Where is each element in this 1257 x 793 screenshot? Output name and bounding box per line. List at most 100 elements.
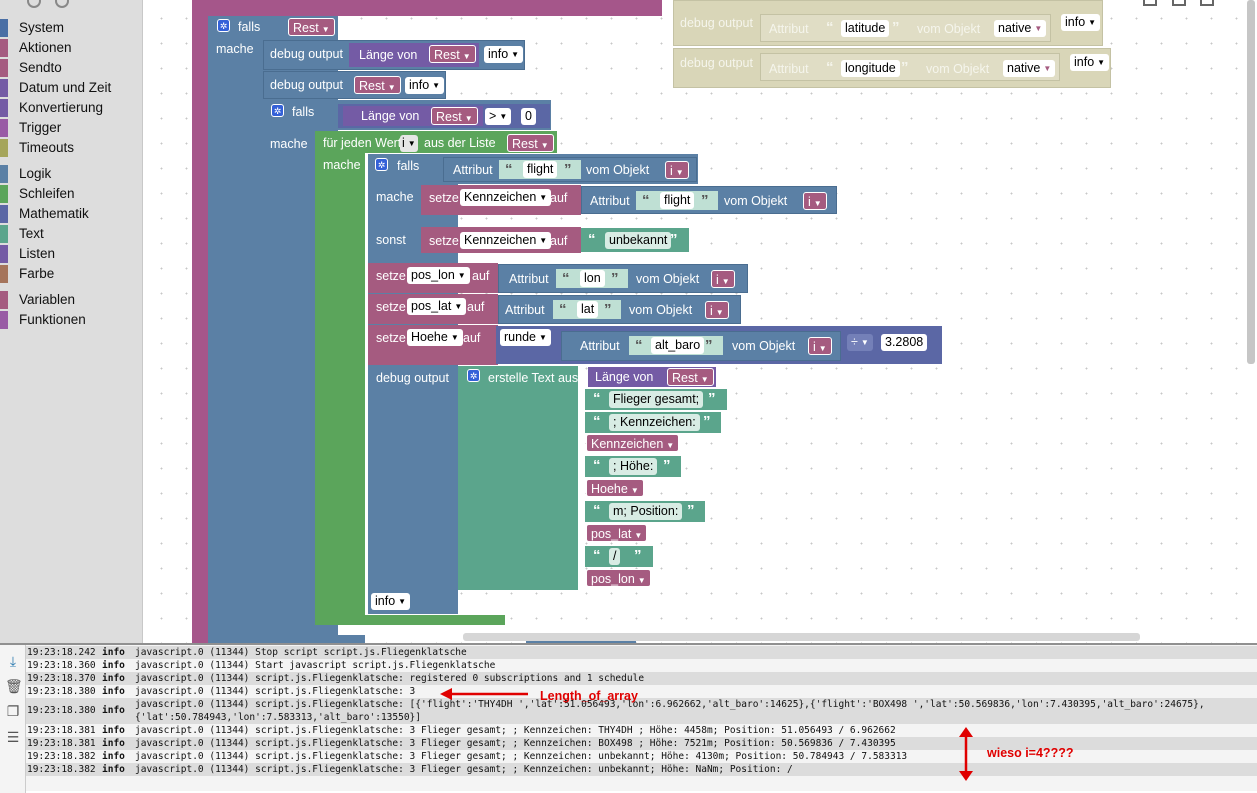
string-field[interactable]: flight	[523, 161, 558, 178]
var-rest-dropdown[interactable]: Rest▼	[507, 134, 554, 152]
native-dropdown[interactable]: native▼	[994, 20, 1047, 37]
category-datum-und-zeit[interactable]: Datum und Zeit	[0, 78, 142, 98]
trash-icon[interactable]: 🗑	[5, 678, 23, 694]
string-field[interactable]: latitude	[841, 20, 890, 37]
mutator-gear-icon[interactable]: ✲	[467, 369, 480, 382]
copy-icon[interactable]: ❐	[6, 703, 20, 719]
category-schleifen[interactable]: Schleifen	[0, 184, 142, 204]
log-level: info	[102, 764, 125, 775]
debug-output-text-block[interactable]	[368, 366, 458, 612]
for-each-block[interactable]	[315, 131, 365, 625]
category-text[interactable]: Text	[0, 224, 142, 244]
var-rest-dropdown[interactable]: Rest▼	[667, 368, 714, 386]
outer-event-block[interactable]	[192, 0, 212, 643]
loop-var-dropdown[interactable]: i▼	[400, 135, 418, 152]
category-logik[interactable]: Logik	[0, 164, 142, 184]
log-level-dropdown[interactable]: info▼	[371, 593, 411, 610]
var-rest-dropdown[interactable]: Rest▼	[354, 76, 401, 94]
horizontal-scrollbar[interactable]	[463, 633, 1140, 641]
var-i-dropdown[interactable]: i▼	[808, 337, 832, 355]
number-factor-field[interactable]: 3.2808	[881, 334, 928, 351]
string-field[interactable]: Flieger gesamt;	[609, 391, 704, 408]
var-pos-lon-dropdown[interactable]: pos_lon▼	[407, 267, 470, 284]
round-op-dropdown[interactable]: runde▼	[500, 329, 551, 346]
log-level-dropdown[interactable]: info▼	[1070, 54, 1110, 71]
log-level-dropdown[interactable]: info▼	[405, 77, 445, 94]
string-field[interactable]: lat	[577, 301, 599, 318]
var-kennzeichen-dropdown[interactable]: Kennzeichen▼	[460, 232, 552, 249]
else-label: sonst	[376, 233, 406, 247]
string-field[interactable]: longitude	[841, 60, 900, 77]
var-name: Hoehe	[591, 482, 628, 496]
if-length-block[interactable]	[263, 100, 313, 625]
outer-event-block-top[interactable]	[192, 0, 662, 16]
for-each-header[interactable]	[315, 131, 557, 153]
var-rest-dropdown[interactable]: Rest▼	[288, 18, 335, 36]
category-konvertierung[interactable]: Konvertierung	[0, 98, 142, 118]
var-i-dropdown[interactable]: i▼	[705, 301, 729, 319]
create-text-block[interactable]	[458, 366, 578, 590]
gear-icon[interactable]	[27, 0, 41, 8]
log-time: 19:23:18.380	[27, 705, 96, 716]
string-field[interactable]: alt_baro	[651, 337, 705, 354]
category-sendto[interactable]: Sendto	[0, 58, 142, 78]
var-hoehe-dropdown[interactable]: Hoehe▼	[586, 479, 644, 497]
quote-close-icon: ”	[634, 547, 642, 564]
var-rest-dropdown[interactable]: Rest▼	[431, 107, 478, 125]
var-pos-lon-dropdown[interactable]: pos_lon▼	[586, 569, 651, 587]
list-icon[interactable]: ☰	[6, 729, 20, 745]
next-block-partial[interactable]	[315, 635, 365, 643]
string-field[interactable]: lon	[580, 270, 605, 287]
category-aktionen[interactable]: Aktionen	[0, 38, 142, 58]
var-i-dropdown[interactable]: i▼	[711, 270, 735, 288]
quote-open-icon: “	[562, 270, 570, 287]
string-field[interactable]: unbekannt	[605, 232, 672, 249]
scroll-down-icon[interactable]: ⤓	[9, 653, 17, 669]
to-label: auf	[550, 191, 568, 205]
share-icon[interactable]	[1200, 0, 1214, 6]
category-funktionen[interactable]: Funktionen	[0, 310, 142, 330]
quote-close-icon: ”	[701, 192, 709, 209]
debug-output-label: debug output	[270, 47, 343, 61]
string-field[interactable]: /	[609, 548, 621, 565]
division-op-dropdown[interactable]: ÷▼	[847, 334, 873, 351]
toolbox: System Aktionen Sendto Datum und Zeit Ko…	[0, 0, 143, 643]
operator-dropdown[interactable]: >▼	[485, 108, 512, 125]
var-kennzeichen-dropdown[interactable]: Kennzeichen▼	[586, 434, 680, 452]
string-field[interactable]: m; Position:	[609, 503, 683, 520]
mutator-gear-icon[interactable]: ✲	[217, 19, 230, 32]
var-i-dropdown[interactable]: i▼	[665, 161, 689, 179]
category-listen[interactable]: Listen	[0, 244, 142, 264]
category-system[interactable]: System	[0, 18, 142, 38]
blockly-workspace[interactable]: ✲ falls Rest▼ mache debug output Länge v…	[143, 0, 1257, 643]
var-kennzeichen-dropdown[interactable]: Kennzeichen▼	[460, 189, 552, 206]
var-pos-lat-dropdown[interactable]: pos_lat▼	[586, 524, 648, 542]
category-mathematik[interactable]: Mathematik	[0, 204, 142, 224]
import-icon[interactable]	[1172, 0, 1186, 6]
category-farbe[interactable]: Farbe	[0, 264, 142, 284]
log-level-dropdown[interactable]: info▼	[1061, 14, 1101, 31]
string-field[interactable]: ; Kennzeichen:	[609, 414, 700, 431]
var-hoehe-dropdown[interactable]: Hoehe▼	[407, 329, 463, 346]
dropdown-arrow-icon: ▼	[813, 199, 822, 208]
string-value: unbekannt	[609, 233, 668, 247]
string-field[interactable]: ; Höhe:	[609, 458, 658, 475]
quote-open-icon: “	[635, 337, 643, 354]
native-dropdown[interactable]: native▼	[1003, 60, 1056, 77]
log-level-dropdown[interactable]: info▼	[484, 46, 524, 63]
export-icon[interactable]	[1143, 0, 1157, 6]
var-rest-dropdown[interactable]: Rest▼	[429, 45, 476, 63]
vertical-scrollbar[interactable]	[1247, 0, 1255, 364]
category-variablen[interactable]: Variablen	[0, 290, 142, 310]
var-pos-lat-dropdown[interactable]: pos_lat▼	[407, 298, 467, 315]
refresh-icon[interactable]	[55, 0, 69, 8]
var-i-dropdown[interactable]: i▼	[803, 192, 827, 210]
number-zero-field[interactable]: 0	[521, 108, 536, 125]
string-field[interactable]: flight	[660, 192, 695, 209]
category-timeouts[interactable]: Timeouts	[0, 138, 142, 158]
mutator-gear-icon[interactable]: ✲	[271, 104, 284, 117]
category-trigger[interactable]: Trigger	[0, 118, 142, 138]
quote-close-icon: ”	[564, 161, 572, 178]
var-name: i	[716, 273, 719, 287]
mutator-gear-icon[interactable]: ✲	[375, 158, 388, 171]
